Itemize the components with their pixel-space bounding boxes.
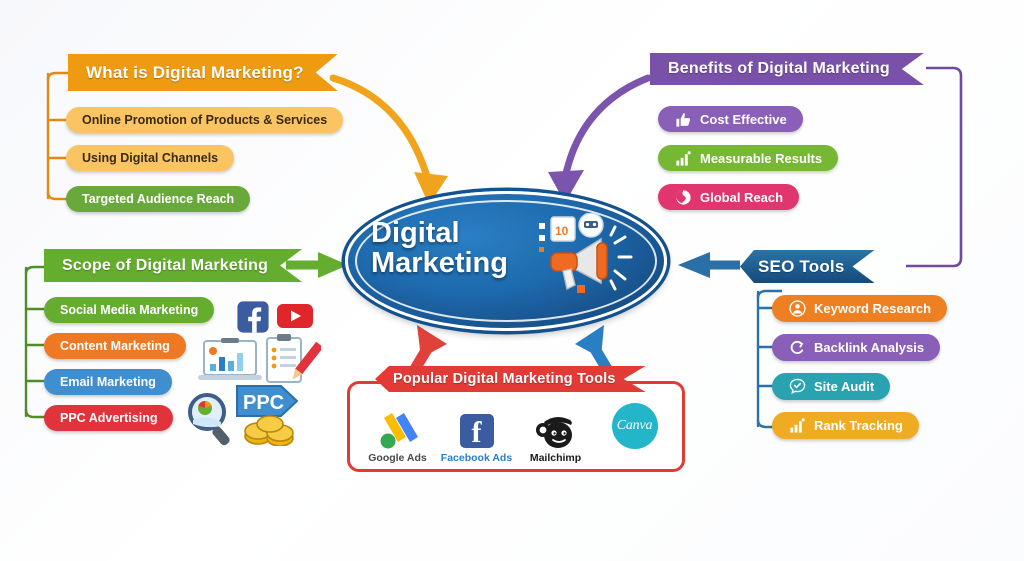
pill-social-media-marketing[interactable]: Social Media Marketing	[44, 297, 215, 323]
arrow-whatis-to-center	[329, 74, 432, 184]
pill-online-promotion[interactable]: Online Promotion of Products & Services	[66, 107, 344, 133]
clipboard-pencil-icon	[263, 334, 324, 391]
pill-label: Site Audit	[814, 379, 875, 394]
facebook-icon	[236, 300, 270, 339]
pill-label: Cost Effective	[700, 111, 787, 127]
facebook-ads-icon: f	[459, 411, 494, 451]
pill-label: Global Reach	[700, 189, 784, 205]
laptop-chart-icon	[196, 338, 268, 391]
center-ellipse-inner-ring	[355, 200, 657, 322]
banner-label: What is Digital Marketing?	[86, 62, 304, 82]
pill-label: Targeted Audience Reach	[82, 191, 235, 206]
center-title: Digital Marketing	[371, 217, 551, 279]
youtube-icon	[277, 302, 313, 335]
banner-label: Benefits of Digital Marketing	[668, 60, 890, 77]
pill-label: Keyword Research	[814, 301, 932, 316]
connector-benefits-to-seo	[906, 66, 963, 268]
pill-site-audit[interactable]: Site Audit	[772, 373, 891, 400]
person-search-icon	[788, 300, 806, 318]
pill-using-digital-channels[interactable]: Using Digital Channels	[66, 145, 235, 171]
banner-popular-digital-marketing-tools[interactable]: Popular Digital Marketing Tools	[375, 366, 646, 392]
center-title-line2: Marketing	[371, 246, 508, 279]
pill-backlink-analysis[interactable]: Backlink Analysis	[772, 334, 941, 361]
svg-text:PPC: PPC	[243, 392, 284, 414]
thumbs-up-icon	[674, 110, 692, 128]
pill-global-reach[interactable]: Global Reach	[658, 184, 800, 210]
svg-text:10: 10	[555, 224, 569, 238]
google-ads-icon	[376, 411, 420, 451]
pill-email-marketing[interactable]: Email Marketing	[44, 369, 172, 395]
link-loop-icon	[788, 339, 806, 357]
canva-icon: Canva	[611, 402, 658, 450]
banner-seo-tools[interactable]: SEO Tools	[740, 250, 875, 283]
pill-cost-effective[interactable]: Cost Effective	[658, 106, 803, 132]
pill-keyword-research[interactable]: Keyword Research	[772, 295, 948, 322]
tool-mailchimp[interactable]: Mailchimp	[517, 411, 595, 464]
ppc-tag-icon: PPC	[235, 382, 299, 425]
banner-what-is-digital-marketing[interactable]: What is Digital Marketing?	[68, 54, 338, 91]
bar-chart-up-icon	[788, 417, 806, 435]
banner-scope-of-digital-marketing[interactable]: Scope of Digital Marketing	[44, 249, 302, 282]
pill-label: Online Promotion of Products & Services	[82, 112, 328, 127]
tool-google-ads[interactable]: Google Ads	[359, 411, 437, 464]
pill-label: Backlink Analysis	[814, 340, 925, 355]
tool-label: Google Ads	[368, 451, 427, 464]
center-title-line1: Digital	[371, 217, 460, 249]
pill-label: PPC Advertising	[60, 410, 158, 425]
chat-check-icon	[788, 378, 806, 396]
pill-measurable-results[interactable]: Measurable Results	[658, 145, 839, 171]
tool-canva[interactable]: Canva	[596, 402, 674, 463]
coins-icon	[244, 412, 300, 451]
megaphone-icon: 10	[533, 212, 641, 314]
pill-label: Social Media Marketing	[60, 302, 199, 317]
pill-rank-tracking[interactable]: Rank Tracking	[772, 412, 919, 439]
banner-label: Popular Digital Marketing Tools	[393, 371, 616, 387]
tool-facebook-ads[interactable]: f Facebook Ads	[438, 411, 516, 464]
pill-label: Rank Tracking	[814, 418, 903, 433]
pill-label: Email Marketing	[60, 374, 156, 389]
center-node-digital-marketing[interactable]: Digital Marketing 10	[345, 191, 667, 331]
pill-content-marketing[interactable]: Content Marketing	[44, 333, 186, 359]
bar-chart-icon	[674, 149, 692, 167]
tool-label: Facebook Ads	[440, 451, 513, 464]
banner-benefits-of-digital-marketing[interactable]: Benefits of Digital Marketing	[650, 53, 924, 85]
magnifier-icon	[183, 390, 239, 451]
pill-targeted-audience-reach[interactable]: Targeted Audience Reach	[66, 186, 251, 212]
popular-tools-card: Google Ads f Facebook Ads	[347, 381, 685, 472]
pill-ppc-advertising[interactable]: PPC Advertising	[44, 405, 174, 431]
pill-label: Using Digital Channels	[82, 150, 219, 165]
globe-icon	[674, 188, 692, 206]
banner-label: Scope of Digital Marketing	[62, 256, 269, 274]
arrow-benefits-to-center	[561, 74, 652, 182]
tool-label: Canva	[616, 418, 653, 433]
tool-label: Mailchimp	[529, 451, 582, 464]
banner-label: SEO Tools	[758, 256, 845, 276]
pill-label: Measurable Results	[700, 150, 823, 166]
tool-logo-list: Google Ads f Facebook Ads	[350, 402, 682, 463]
mailchimp-icon	[534, 411, 578, 451]
pill-label: Content Marketing	[60, 338, 170, 353]
